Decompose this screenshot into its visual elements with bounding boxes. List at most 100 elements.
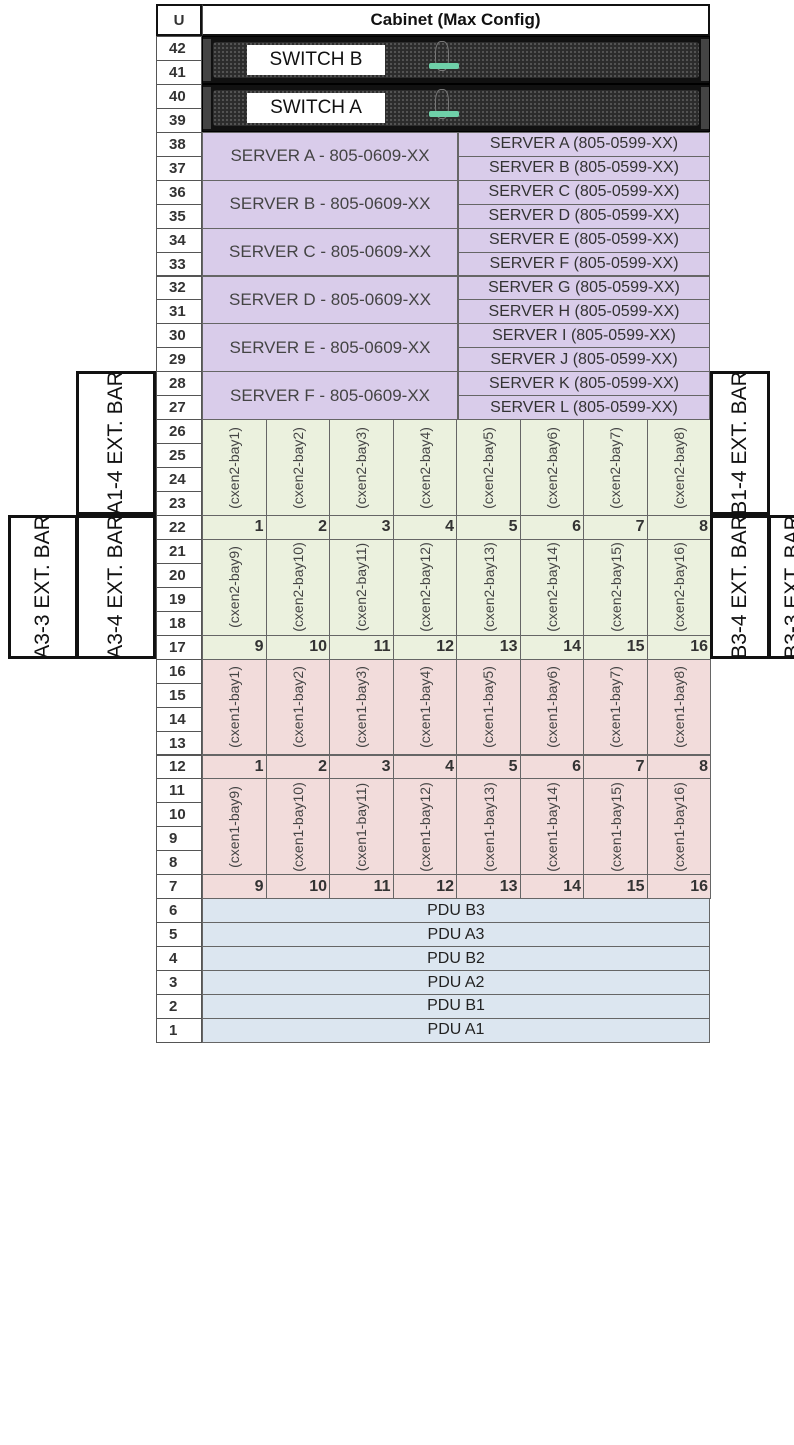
u-number: 19: [156, 586, 202, 612]
bay-number: 9: [202, 634, 267, 660]
blade-bay: (cxen1-bay16): [646, 778, 711, 876]
blade-bay-label: (cxen1-bay8): [670, 666, 687, 748]
blade-bay: (cxen1-bay8): [646, 658, 711, 756]
u-number: 41: [156, 59, 202, 85]
bay-number: 7: [583, 515, 648, 540]
bay-number: 11: [329, 634, 394, 660]
bay-number: 14: [519, 874, 584, 900]
blade-bay-label: (cxen2-bay16): [670, 542, 687, 633]
u-number: 21: [156, 538, 202, 564]
u-number: 7: [156, 874, 202, 900]
switch-label: SWITCH A: [247, 92, 385, 123]
server-small: SERVER K (805-0599-XX): [458, 371, 710, 397]
blade-bay: (cxen2-bay12): [392, 538, 457, 636]
u-number: 13: [156, 730, 202, 756]
bay-number: 1: [202, 754, 267, 780]
blade-bay: (cxen2-bay10): [265, 538, 330, 636]
bay-number: 2: [265, 754, 330, 780]
blade-bay-label: (cxen2-bay1): [226, 426, 243, 509]
blade-bay-label: (cxen1-bay13): [480, 782, 497, 872]
bay-number: 4: [392, 515, 457, 540]
cabinet-title: Cabinet (Max Config): [202, 4, 710, 36]
server-small: SERVER J (805-0599-XX): [458, 347, 710, 373]
switch-led-icon: [429, 63, 459, 69]
u-number: 36: [156, 179, 202, 205]
blade-bay-label: (cxen1-bay4): [416, 666, 433, 748]
blade-bay: (cxen1-bay10): [265, 778, 330, 876]
blade-bay: (cxen2-bay2): [265, 419, 330, 516]
ext-bar-a3-3: A3-3 EXT. BAR: [8, 515, 78, 659]
switch-logo-icon: [435, 41, 449, 71]
ext-bar-a3-4: A3-4 EXT. BAR: [76, 515, 156, 659]
ext-bar-label: A3-4 EXT. BAR: [104, 515, 127, 659]
u-number: 2: [156, 994, 202, 1019]
u-number: 9: [156, 826, 202, 852]
blade-bay-label: (cxen2-bay10): [289, 542, 306, 633]
rack-ear-left: [203, 86, 211, 129]
blade-bay-label: (cxen1-bay12): [416, 782, 433, 872]
server-small: SERVER B (805-0599-XX): [458, 155, 710, 181]
pdu-unit: PDU A3: [202, 922, 710, 948]
bay-number: 13: [456, 874, 521, 900]
u-number: 12: [156, 754, 202, 780]
u-number: 8: [156, 850, 202, 876]
bay-number: 8: [646, 515, 711, 540]
blade-bay-label: (cxen2-bay6): [543, 426, 560, 509]
blade-bay: (cxen2-bay6): [519, 419, 584, 516]
u-number: 33: [156, 251, 202, 277]
blade-bay-label: (cxen1-bay15): [607, 782, 624, 872]
blade-bay: (cxen2-bay7): [583, 419, 648, 516]
u-number: 6: [156, 898, 202, 924]
u-number: 25: [156, 443, 202, 469]
server-small: SERVER C (805-0599-XX): [458, 179, 710, 205]
u-number: 28: [156, 371, 202, 397]
bay-number: 15: [583, 634, 648, 660]
rack-ear-right: [701, 39, 709, 81]
u-number: 22: [156, 515, 202, 540]
bay-number: 5: [456, 515, 521, 540]
u-number: 39: [156, 107, 202, 133]
bay-number: 6: [519, 515, 584, 540]
bay-number: 11: [329, 874, 394, 900]
pdu-unit: PDU A2: [202, 970, 710, 995]
blade-bay-label: (cxen1-bay10): [289, 782, 306, 872]
u-number: 42: [156, 36, 202, 61]
bay-number: 8: [646, 754, 711, 780]
bay-number: 5: [456, 754, 521, 780]
ext-bar-label: A1-4 EXT. BAR: [104, 371, 127, 515]
blade-bay: (cxen1-bay15): [583, 778, 648, 876]
blade-bay: (cxen1-bay7): [583, 658, 648, 756]
blade-bay: (cxen1-bay5): [456, 658, 521, 756]
u-number: 4: [156, 946, 202, 972]
bay-number: 2: [265, 515, 330, 540]
ext-bar-label: B1-4 EXT. BAR: [728, 371, 751, 515]
bay-number: 10: [265, 874, 330, 900]
switch-logo-icon: [435, 88, 449, 119]
blade-bay-label: (cxen1-bay14): [543, 782, 560, 872]
ext-bar-label: A3-3 EXT. BAR: [31, 515, 54, 659]
u-number: 18: [156, 610, 202, 636]
u-number: 34: [156, 227, 202, 253]
u-number: 29: [156, 347, 202, 373]
u-number: 27: [156, 395, 202, 421]
blade-bay-label: (cxen1-bay5): [480, 666, 497, 748]
ext-bar-b3-4: B3-4 EXT. BAR: [710, 515, 770, 659]
u-number: 1: [156, 1017, 202, 1043]
u-number: 37: [156, 155, 202, 181]
server-small: SERVER D (805-0599-XX): [458, 203, 710, 229]
blade-bay-label: (cxen2-bay7): [607, 426, 624, 509]
blade-bay: (cxen2-bay9): [202, 538, 267, 636]
blade-bay: (cxen2-bay13): [456, 538, 521, 636]
switch-unit: SWITCH B: [202, 36, 710, 84]
blade-bay-label: (cxen1-bay6): [543, 666, 560, 748]
blade-bay: (cxen2-bay11): [329, 538, 394, 636]
blade-bay-label: (cxen2-bay2): [289, 426, 306, 509]
bay-number: 9: [202, 874, 267, 900]
switch-label: SWITCH B: [247, 45, 385, 75]
blade-bay-label: (cxen1-bay9): [226, 785, 243, 868]
blade-bay: (cxen2-bay15): [583, 538, 648, 636]
blade-bay-label: (cxen2-bay3): [353, 426, 370, 509]
bay-number: 16: [646, 634, 711, 660]
pdu-unit: PDU B1: [202, 994, 710, 1019]
u-number: 40: [156, 83, 202, 109]
